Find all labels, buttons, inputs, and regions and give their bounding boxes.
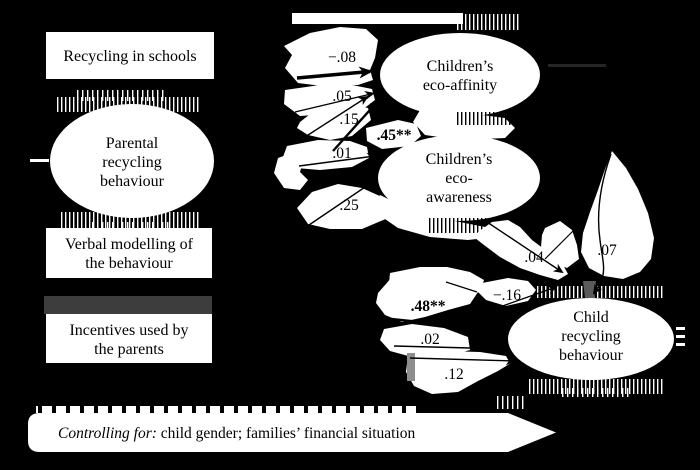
node-ellipse (378, 135, 540, 221)
arrow-to-child-12 (409, 356, 516, 366)
node-child-recycling-behaviour (508, 298, 674, 380)
artifact-hatch-dark (455, 112, 515, 125)
coef-c7: .04 (524, 249, 544, 266)
path-coefficients: −.08 .05 .15 .45** .01 .25 .04 .07 −.16 … (328, 49, 617, 383)
gray-separator-bar (44, 296, 212, 314)
node-label: the parents (94, 341, 164, 358)
artifact-blob (389, 267, 484, 296)
node-eco-affinity (380, 33, 540, 117)
arrow-segment (445, 281, 478, 293)
node-label: Recycling in schools (63, 48, 196, 65)
node-label: awareness (426, 189, 492, 206)
artifact-faint-line (548, 64, 606, 67)
node-ellipse (380, 33, 540, 117)
coef-c3: .15 (339, 111, 359, 128)
node-label: eco- (445, 170, 473, 187)
arrow-to-eco-affinity-1 (296, 66, 373, 80)
coef-c2: .05 (332, 88, 352, 105)
artifact-dash-row (36, 405, 418, 413)
node-incentives: Incentives used by the parents (46, 314, 212, 363)
artifact-hatch (90, 222, 172, 233)
node-box (46, 32, 214, 79)
node-box (46, 314, 212, 363)
node-ellipse (508, 298, 674, 380)
node-label: the behaviour (85, 255, 173, 272)
artifact-dash (676, 327, 685, 330)
node-label: Verbal modelling of (65, 236, 194, 253)
controls-note-text: Controlling for: child gender; families’… (58, 425, 416, 442)
node-label: eco-affinity (423, 77, 497, 94)
controls-note-banner: Controlling for: child gender; families’… (28, 413, 556, 452)
arrow-to-child-07-curve (592, 153, 612, 295)
artifact-dash (676, 335, 685, 338)
arrow-to-child-04 (483, 219, 564, 274)
coef-c12: .12 (444, 366, 463, 383)
arrow-to-child-02 (393, 344, 510, 354)
arrow-to-eco-awareness-1 (298, 152, 377, 167)
artifact-hatch (75, 90, 167, 101)
node-label: Incentives used by (69, 322, 188, 339)
artifact-blob (366, 120, 421, 149)
arrow-to-child-48 (390, 317, 508, 335)
coef-c11: .02 (420, 331, 439, 348)
coef-c10-significant: .48** (411, 298, 446, 315)
controls-note-prefix: Controlling for: (58, 425, 157, 442)
right-node-labels: Children’s eco-affinity Children’s eco- … (423, 58, 624, 364)
node-label: behaviour (559, 347, 624, 364)
arrow-to-child-neg16 (465, 285, 558, 320)
arrow-to-eco-awareness-2 (308, 179, 376, 226)
arrow-to-eco-affinity-4 (332, 99, 380, 152)
node-label: Parental (106, 135, 159, 152)
artifact-blob (406, 351, 511, 394)
artifact-blob (283, 140, 369, 170)
node-label: Children’s (426, 151, 493, 168)
node-box (46, 228, 212, 278)
artifact-hatch (455, 14, 521, 30)
arrow-segment (544, 230, 574, 260)
node-ellipse (50, 104, 214, 218)
artifact-bar (292, 13, 463, 24)
artifact-gray-stub (407, 353, 415, 381)
node-verbal-modelling: Verbal modelling of the behaviour (46, 228, 212, 278)
coef-c5: .01 (332, 145, 351, 162)
node-eco-awareness (378, 135, 540, 221)
arrow-to-eco-affinity-3 (304, 95, 369, 138)
artifact-gray-notch (583, 281, 596, 298)
coef-c6: .25 (339, 197, 359, 214)
node-label: Child (573, 309, 609, 326)
coef-c1: −.08 (328, 49, 356, 66)
node-label: Children’s (427, 58, 494, 75)
coef-c8: .07 (597, 242, 617, 259)
node-recycling-in-schools: Recycling in schools (46, 32, 214, 79)
node-label: behaviour (100, 173, 165, 190)
banner-shape (28, 413, 556, 452)
artifact-dash (676, 343, 685, 346)
node-label: recycling (102, 154, 162, 171)
artifact-blob (380, 324, 470, 357)
node-parental-recycling-behaviour: Parental recycling behaviour (50, 104, 214, 218)
artifact-hatch (560, 388, 630, 397)
controls-note-rest: child gender; families’ financial situat… (157, 425, 416, 442)
path-arrows (294, 66, 612, 366)
artifact-blob (274, 152, 308, 190)
node-label: recycling (561, 328, 621, 345)
coef-c4-significant: .45** (377, 127, 412, 144)
coef-c9: −.16 (493, 287, 521, 304)
artifact-blob (475, 220, 568, 280)
artifact-hatch (494, 396, 526, 409)
artifact-blob (581, 151, 654, 279)
artifact-dash (30, 159, 49, 162)
